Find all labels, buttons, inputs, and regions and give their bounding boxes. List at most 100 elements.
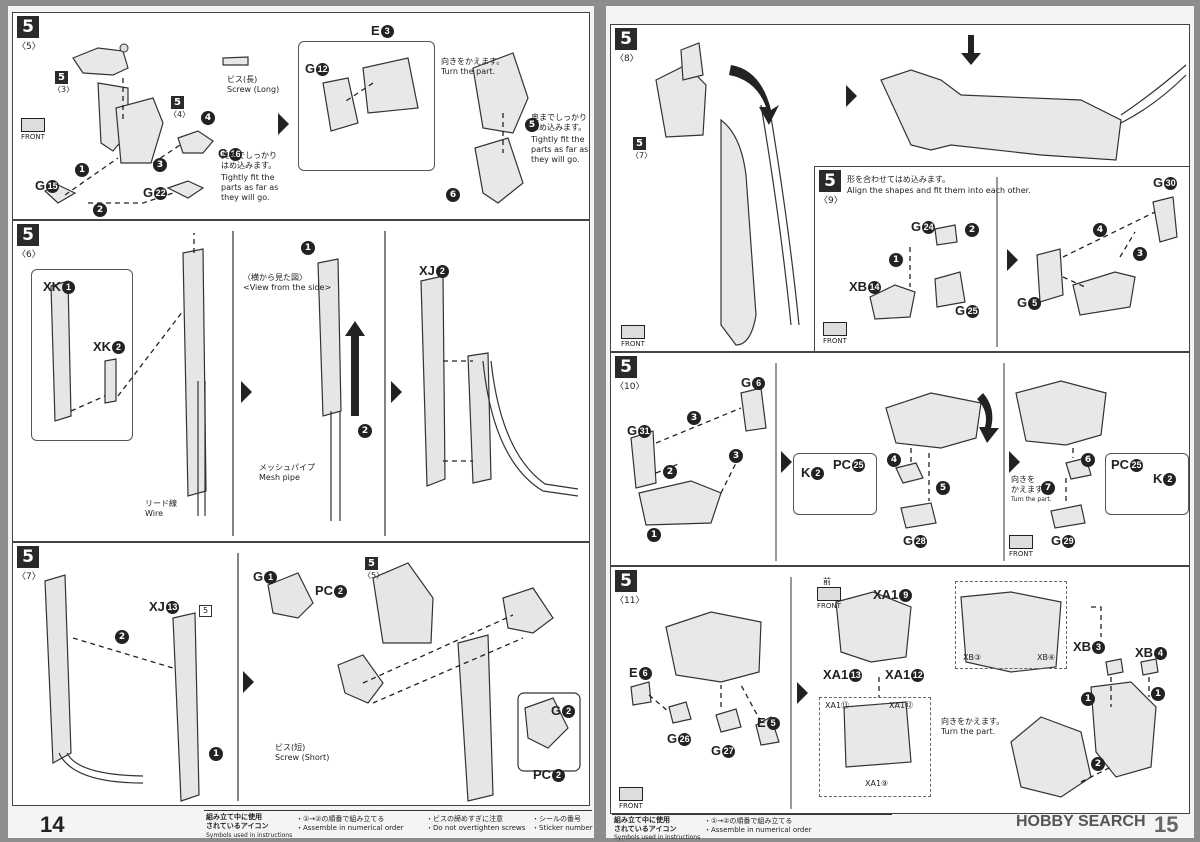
next-arrow-icon xyxy=(1009,451,1020,473)
sub-step-box: 5 xyxy=(55,71,68,84)
detail-box-dashed xyxy=(955,581,1067,669)
shape-note-en: Align the shapes and fit them into each … xyxy=(847,186,1031,195)
step-num-6: 6 xyxy=(1081,453,1095,467)
step-num-1: 1 xyxy=(1081,692,1095,706)
next-arrow-icon xyxy=(243,671,254,693)
step-num-2: 2 xyxy=(358,424,372,438)
step-num-1: 1 xyxy=(209,747,223,761)
step-num-1: 1 xyxy=(75,163,89,177)
turn-part-jp: 向きをかえます。 xyxy=(441,57,505,66)
step-number: 5 xyxy=(819,170,841,192)
step-num-3: 3 xyxy=(1133,247,1147,261)
tight-fit-jp: 奥までしっかり はめ込みます。 xyxy=(221,151,277,170)
sub-step-box: 5 xyxy=(633,137,646,150)
tight-fit-jp-2: 奥までしっかり はめ込みます。 xyxy=(531,113,587,132)
step-panel-5-11: 5 〈11〉 xyxy=(610,566,1190,814)
next-arrow-icon xyxy=(1007,249,1018,271)
legend-item-3: ・シールの番号 ・Sticker number xyxy=(532,815,593,832)
front-icon: FRONT xyxy=(817,587,841,610)
sub-step-box: 5 xyxy=(171,96,184,109)
step-sub: 〈8〉 xyxy=(615,54,639,64)
wire-label-en: Wire xyxy=(145,509,163,518)
detail-box xyxy=(1105,453,1189,515)
step-sub: 〈11〉 xyxy=(615,596,645,606)
step-num-2: 2 xyxy=(115,630,129,644)
sub-step-box: 5 xyxy=(365,557,378,570)
detail-box-dashed xyxy=(819,697,931,797)
icon-legend: 組み立て中に使用 されているアイコン Symbols used in instr… xyxy=(204,810,593,839)
page-number: 15 xyxy=(1154,812,1179,837)
step-panel-5-10: 5 〈10〉 xyxy=(610,352,1190,566)
front-icon: FRONT xyxy=(619,787,643,810)
screw-label-en: Screw (Long) xyxy=(227,85,280,94)
sub-step-sub: 〈7〉 xyxy=(631,151,653,160)
legend-item-1: ・①→②の順番で組み立てる ・Assemble in numerical ord… xyxy=(296,815,404,832)
step-num-1: 1 xyxy=(889,253,903,267)
step-sub: 〈6〉 xyxy=(17,250,41,260)
sub-step-sub: 〈3〉 xyxy=(53,85,75,94)
screw-short-jp: ビス(短) xyxy=(275,743,306,752)
tight-fit-en-2: Tightly fit the parts as far as they wil… xyxy=(531,135,589,164)
next-arrow-icon xyxy=(797,682,808,704)
step-num-3: 3 xyxy=(153,158,167,172)
step-num-2: 2 xyxy=(965,223,979,237)
step-num-5: 5 xyxy=(936,481,950,495)
front-jp: 前 xyxy=(823,577,831,586)
small-label-xa13: XA1⑬ xyxy=(825,701,850,710)
step-num-2: 2 xyxy=(663,465,677,479)
legend-item-1: ・①→②の順番で組み立てる ・Assemble in numerical ord… xyxy=(704,817,812,834)
legend-title-jp: 組み立て中に使用 されているアイコン xyxy=(614,816,677,833)
watermark: HOBBY SEARCH xyxy=(1016,813,1146,830)
step-panel-5-6: 5 〈6〉 xyxy=(12,220,590,542)
detail-box xyxy=(793,453,877,515)
detail-box xyxy=(31,269,133,441)
side-view-en: <View from the side> xyxy=(243,283,332,292)
step-num-3: 3 xyxy=(687,411,701,425)
small-label-xb4: XB④ xyxy=(1037,653,1056,662)
left-page: 5 〈5〉 xyxy=(8,6,594,839)
step-num-2: 2 xyxy=(93,203,107,217)
screw-short-en: Screw (Short) xyxy=(275,753,330,762)
step-panel-5-9: 5 〈9〉 形を合わせてはめ込みます。 Align the shapes and… xyxy=(814,166,1190,352)
shape-note-jp: 形を合わせてはめ込みます。 xyxy=(847,175,951,184)
step-num-6: 6 xyxy=(446,188,460,202)
turn-part-en: Turn the part. xyxy=(441,67,496,76)
side-view-jp: 〈横から見た図〉 xyxy=(243,273,307,282)
front-icon: FRONT xyxy=(621,325,645,348)
legend-title-jp: 組み立て中に使用 されているアイコン xyxy=(206,813,269,830)
front-icon: FRONT xyxy=(823,322,847,345)
leg-illustration xyxy=(44,553,581,802)
legend-title-en: Symbols used in instructions xyxy=(614,834,701,841)
legend-item-2: ・ビスの締めすぎに注意 ・Do not overtighten screws xyxy=(426,815,526,832)
step-sub: 〈9〉 xyxy=(819,196,843,206)
turn-part-en: Turn the part. xyxy=(941,727,996,736)
step-num-7: 7 xyxy=(1041,481,1055,495)
front-icon: FRONT xyxy=(21,118,45,141)
step-panel-5-5: 5 〈5〉 xyxy=(12,12,590,220)
step-num-1: 1 xyxy=(301,241,315,255)
legend-title-en: Symbols used in instructions xyxy=(206,832,293,839)
step-num-3b: 3 xyxy=(729,449,743,463)
step-sub: 〈10〉 xyxy=(615,382,645,392)
step-number: 5 xyxy=(615,570,637,592)
step-num-1: 1 xyxy=(647,528,661,542)
next-arrow-icon xyxy=(846,85,857,107)
tight-fit-en: Tightly fit the parts as far as they wil… xyxy=(221,173,279,202)
